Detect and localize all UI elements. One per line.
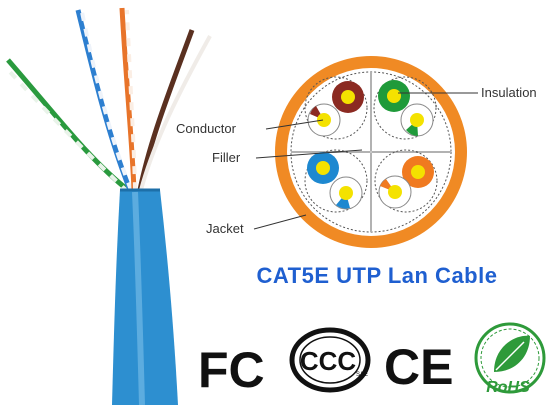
rohs-logo: RoHS [474,322,546,396]
brown-pair [304,76,368,140]
label-insulation: Insulation [481,85,537,100]
label-filler: Filler [212,150,241,165]
cable-jacket [112,190,178,405]
orange-pair [374,149,438,213]
orange-pair-wires [119,7,137,191]
blue-pair-wires [75,9,133,191]
svg-text:S&E: S&E [356,372,368,378]
svg-text:RoHS: RoHS [486,379,530,396]
blue-pair [304,149,368,213]
green-pair-wires [6,58,130,194]
cable-photo [6,7,212,405]
ccc-logo: CCC S&E [289,327,371,393]
certification-logos: FC CCC S&E CE RoHS [198,322,546,398]
label-conductor: Conductor [176,121,237,136]
fc-logo: FC [198,342,265,398]
green-pair [373,76,437,140]
callouts: Insulation Conductor Filler Jacket [176,85,537,236]
cross-section [275,56,467,248]
label-jacket: Jacket [206,221,244,236]
filler-cross [291,72,451,232]
ce-logo: CE [384,339,453,395]
diagram-title: CAT5E UTP Lan Cable [257,263,498,288]
brown-pair-wires [137,29,212,191]
svg-text:CCC: CCC [300,346,357,376]
